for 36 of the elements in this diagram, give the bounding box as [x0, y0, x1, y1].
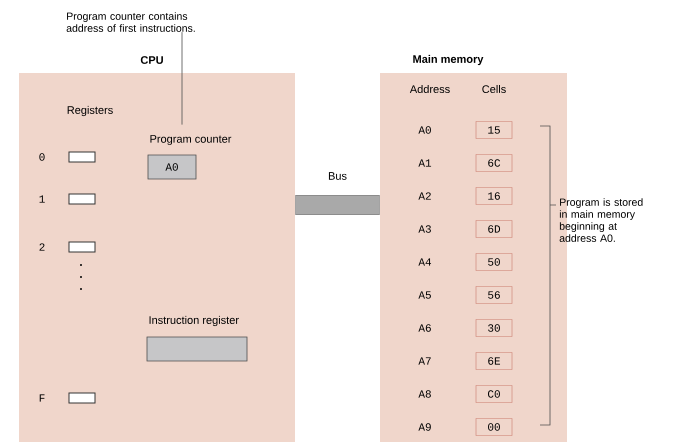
column-heading: Cells — [482, 84, 506, 94]
register-heading: Instruction register — [150, 316, 239, 326]
note-text: Program is stored in main memory beginning at address A0. — [560, 198, 643, 242]
memory-cell: 6D — [476, 220, 512, 238]
address-label: A4 — [418, 258, 432, 266]
column-heading: Registers — [68, 106, 113, 116]
address-label: A9 — [418, 423, 431, 431]
address-label: A8 — [418, 390, 431, 398]
panel-heading: CPU — [140, 56, 163, 64]
address-label: A2 — [418, 192, 431, 200]
memory-cell: 16 — [476, 187, 512, 205]
register-number: 2 — [39, 243, 45, 251]
register-heading: Program counter — [150, 135, 232, 145]
register-number: 0 — [39, 153, 45, 161]
memory-cell: 15 — [476, 121, 512, 139]
program-counter-box: A0 — [148, 154, 196, 180]
memory-cell: 00 — [476, 418, 512, 436]
callout-text: Program counter contains address of first instructions. — [66, 12, 195, 32]
register-number: F — [40, 394, 45, 402]
memory-cell: C0 — [476, 385, 512, 403]
memory-cell: 6E — [476, 352, 512, 370]
address-label: A1 — [418, 159, 432, 167]
register-number: 1 — [40, 195, 45, 203]
address-label: A3 — [418, 225, 431, 233]
address-label: A6 — [418, 324, 431, 332]
memory-cell: 6C — [476, 154, 512, 172]
memory-cell: 56 — [476, 286, 512, 304]
edge-label: Bus — [328, 172, 347, 180]
address-label: A0 — [418, 126, 431, 134]
memory-cell: 50 — [476, 253, 512, 271]
column-heading: Address — [410, 84, 450, 94]
address-label: A5 — [418, 291, 431, 299]
memory-cell: 30 — [476, 319, 512, 337]
address-label: A7 — [418, 357, 431, 365]
bus-drawing — [295, 195, 380, 215]
panel-heading: Main memory — [413, 54, 484, 66]
